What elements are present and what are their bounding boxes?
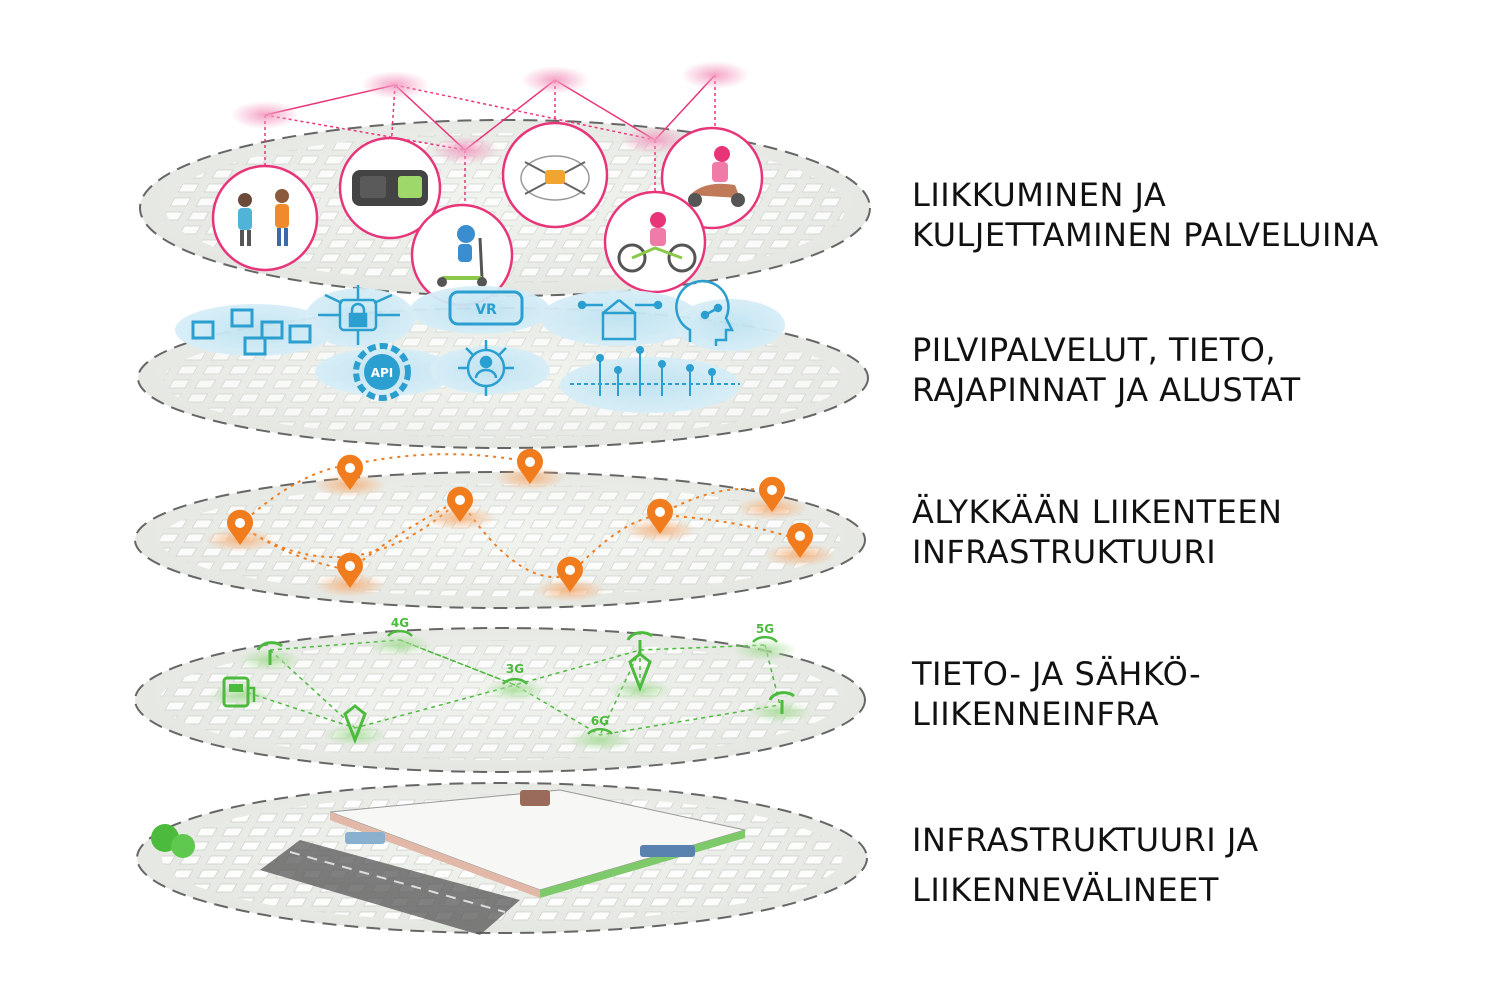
kick-scooter-icon bbox=[410, 203, 514, 307]
traffic-pin-4 bbox=[424, 486, 496, 530]
api-label: API bbox=[371, 366, 394, 380]
traffic-pin-3 bbox=[204, 509, 276, 552]
telecom-nodes bbox=[208, 634, 812, 751]
box-network-icon bbox=[577, 299, 663, 341]
circuit-lock-icon bbox=[318, 285, 400, 345]
signal-3g-icon: 3G bbox=[502, 662, 528, 685]
layer-2-label: PILVIPALVELUT, TIETO, RAJAPINNAT JA ALUS… bbox=[912, 331, 1301, 409]
vr-label: VR bbox=[475, 302, 497, 318]
walking-people-icon bbox=[211, 164, 319, 272]
signal-4g-icon: 4G bbox=[387, 616, 413, 637]
traffic-pin-1 bbox=[314, 454, 386, 497]
traffic-pin-8 bbox=[314, 552, 386, 597]
layer-3-smart-traffic bbox=[134, 448, 866, 609]
signal-3g-label: 3G bbox=[506, 662, 524, 676]
satellite-dish-icon bbox=[256, 631, 795, 714]
user-network-icon bbox=[458, 340, 514, 396]
layer-1-mobility bbox=[139, 61, 871, 307]
layer-4-label: TIETO- JA SÄHKÖ- LIIKENNEINFRA bbox=[912, 655, 1202, 733]
tower-icon bbox=[343, 652, 652, 745]
buses-icon bbox=[345, 790, 695, 857]
traffic-pin-7 bbox=[764, 522, 836, 567]
layer-5-label: INFRASTRUKTUURI JA LIIKENNEVÄLINEET bbox=[912, 821, 1259, 909]
vr-headset-icon: VR bbox=[448, 290, 524, 326]
brain-head-icon bbox=[675, 279, 735, 346]
layer-5-physical-infra bbox=[136, 782, 868, 935]
cubes-icon bbox=[191, 308, 312, 356]
signal-5g-icon: 5G bbox=[752, 622, 778, 643]
city-block bbox=[260, 789, 746, 935]
layer-1-label: LIIKKUMINEN JA KULJETTAMINEN PALVELUINA bbox=[912, 176, 1379, 254]
traffic-pin-2 bbox=[494, 448, 566, 490]
charging-station-icon bbox=[222, 676, 256, 708]
signal-5g-label: 5G bbox=[756, 622, 774, 636]
layer-4-data-electric: 4G 5G 3G 6G bbox=[134, 616, 866, 773]
tree-icon bbox=[151, 824, 195, 858]
layer-2-cloud-data: VR API bbox=[137, 279, 869, 449]
bicycle-rider-icon bbox=[603, 190, 707, 294]
signal-4g-label: 4G bbox=[391, 616, 409, 630]
signal-6g-label: 6G bbox=[591, 714, 609, 728]
layer-3-label: ÄLYKKÄÄN LIIKENTEEN INFRASTRUKTUURI bbox=[912, 493, 1283, 571]
autonomous-vehicle-icon bbox=[338, 136, 442, 240]
traffic-pin-6 bbox=[736, 476, 808, 520]
drone-icon bbox=[501, 121, 609, 229]
traffic-pin-5 bbox=[624, 498, 696, 542]
layer-stack-diagram: VR API bbox=[134, 61, 871, 935]
traffic-pin-9 bbox=[534, 556, 606, 602]
api-gear-icon: API bbox=[353, 343, 411, 401]
signal-6g-icon: 6G bbox=[587, 714, 613, 735]
circuit-lines-icon bbox=[570, 346, 740, 396]
traffic-pins bbox=[204, 448, 836, 602]
